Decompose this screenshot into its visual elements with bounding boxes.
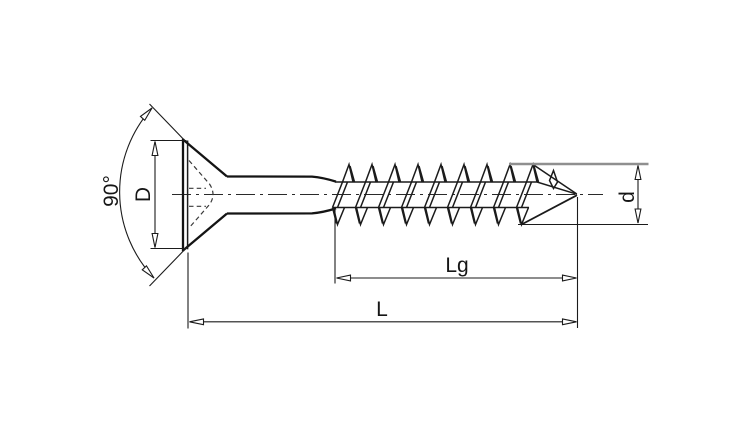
screw-head [181, 138, 228, 252]
screw-tip [521, 163, 578, 226]
angle-dimension-arc [119, 107, 155, 279]
tip-envelope-top [532, 163, 578, 195]
label-thread-length: Lg [445, 254, 468, 277]
dim-head-angle: 90° [100, 103, 184, 287]
label-head-angle: 90° [100, 175, 123, 207]
angle-extension-bottom [149, 250, 184, 287]
dim-head-diameter: D [132, 139, 187, 250]
angle-extension-top [149, 103, 184, 140]
label-thread-diameter: d [616, 191, 639, 203]
screw-thread [331, 163, 578, 226]
dim-total-length: L [187, 252, 577, 329]
head-cone-top-edge [182, 138, 228, 178]
dim-thread-diameter: d [509, 162, 649, 226]
label-head-diameter: D [132, 187, 155, 202]
tip-small-crest [548, 168, 559, 191]
shank-top-outline [226, 175, 337, 183]
head-cone-bottom-edge [182, 212, 228, 252]
dim-thread-length: Lg [334, 210, 577, 284]
recess-hidden-outline [188, 160, 214, 229]
tip-envelope-bottom [521, 194, 578, 226]
label-total-length: L [376, 298, 388, 321]
